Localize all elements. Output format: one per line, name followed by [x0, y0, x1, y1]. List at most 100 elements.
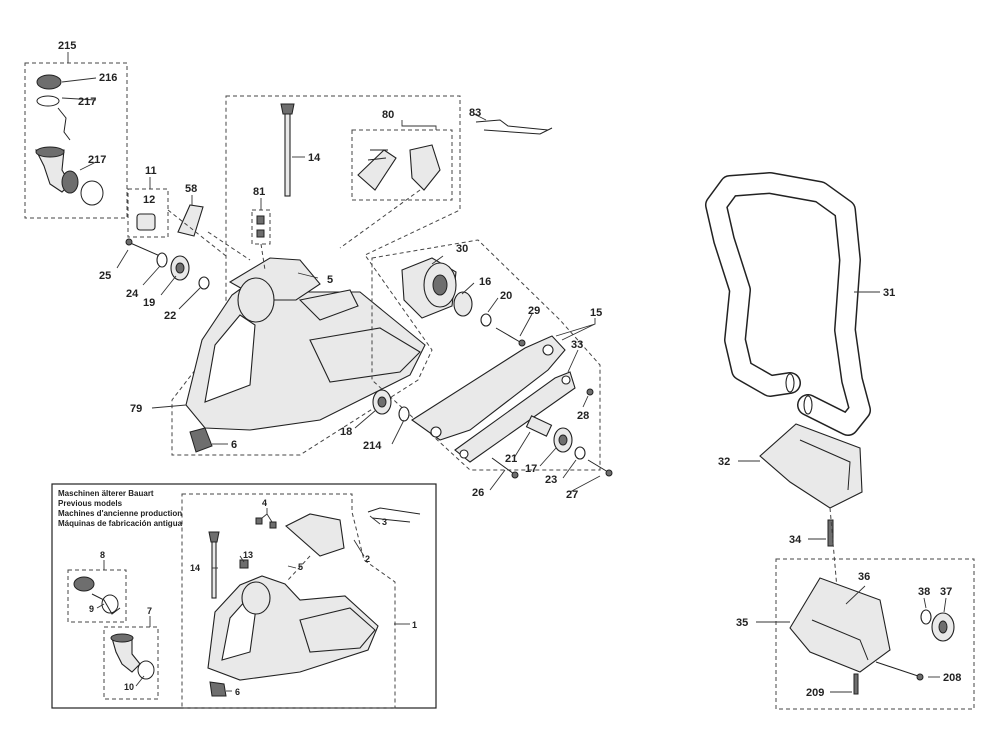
link-33-part: [454, 371, 576, 463]
label-prev-7: 7: [147, 606, 152, 616]
bushing-16-part: [453, 291, 473, 317]
legend-line2: Previous models: [58, 499, 123, 508]
clamp-32: [738, 423, 863, 601]
label-6: 6: [231, 439, 237, 451]
screw-28-part: [586, 388, 594, 396]
old-rod-part: [211, 539, 217, 599]
label-24: 24: [126, 288, 139, 300]
label-215: 215: [58, 40, 76, 52]
cap-seal-ring-part: [36, 95, 60, 107]
housing-79: [151, 95, 461, 456]
washer-214-part: [398, 406, 410, 422]
label-27: 27: [566, 489, 578, 501]
old-group-8-frame: [67, 569, 127, 623]
rod-14-part: [284, 111, 291, 197]
label-prev-3: 3: [382, 517, 387, 527]
label-31: 31: [883, 287, 895, 299]
label-38: 38: [918, 586, 930, 598]
housing-frame: [171, 95, 461, 456]
label-83: 83: [469, 107, 481, 119]
label-17: 17: [525, 463, 537, 475]
label-30: 30: [456, 243, 468, 255]
legend-line3: Machines d'ancienne production: [58, 509, 182, 518]
callout-labels: 215 216 217 217 11 12 58 81 14 80 83 5 2…: [58, 40, 961, 699]
label-217a: 217: [78, 96, 96, 108]
group-15: [354, 239, 613, 493]
legend-line1: Maschinen älterer Bauart: [58, 489, 154, 498]
label-216: 216: [99, 72, 117, 84]
label-12: 12: [143, 194, 155, 206]
group-80: [339, 113, 553, 249]
neck-seal-ring-part: [80, 180, 104, 206]
screw-208-part: [916, 673, 924, 681]
sleeve-22-part: [198, 276, 210, 290]
label-19: 19: [143, 297, 155, 309]
label-18: 18: [340, 426, 352, 438]
screw-209-part: [853, 673, 859, 695]
label-prev-5: 5: [298, 562, 303, 572]
filter-insert-part: [136, 213, 156, 231]
label-prev-9: 9: [89, 604, 94, 614]
group-35: [756, 558, 975, 710]
label-22: 22: [164, 310, 176, 322]
label-16: 16: [479, 276, 491, 288]
left-small-parts: [116, 177, 271, 310]
pin-21-part: [525, 415, 553, 437]
label-80: 80: [382, 109, 394, 121]
label-217b: 217: [88, 154, 106, 166]
label-25: 25: [99, 270, 111, 282]
group-35-frame: [775, 558, 975, 710]
label-23: 23: [545, 474, 557, 486]
label-prev-1: 1: [412, 620, 417, 630]
label-prev-2: 2: [365, 554, 370, 564]
group-15-frame: [371, 239, 601, 471]
group-81-frame: [251, 209, 271, 245]
previous-models-frame: [51, 483, 437, 709]
label-15: 15: [590, 307, 602, 319]
previous-models-box: Maschinen älterer Bauart Previous models…: [51, 483, 437, 709]
label-prev-6: 6: [235, 687, 240, 697]
group-215-frame: [24, 62, 128, 219]
group-215: [24, 52, 128, 219]
label-34: 34: [789, 534, 802, 546]
arm-15-part: [411, 335, 566, 441]
handle-bar-part: [706, 173, 870, 435]
label-29: 29: [528, 305, 540, 317]
plate-58-part: [177, 204, 204, 237]
label-26: 26: [472, 487, 484, 499]
label-37: 37: [940, 586, 952, 598]
label-14: 14: [308, 152, 321, 164]
washer-23-part: [574, 446, 586, 460]
screw-34-part: [827, 519, 834, 547]
label-214: 214: [363, 440, 382, 452]
foot-6-part: [189, 427, 213, 453]
label-prev-8: 8: [100, 550, 105, 560]
strap-part: [57, 107, 71, 141]
group-80-frame: [351, 129, 453, 201]
label-81: 81: [253, 186, 265, 198]
label-58: 58: [185, 183, 197, 195]
label-208: 208: [943, 672, 961, 684]
screw-26-part: [511, 471, 519, 479]
label-21: 21: [505, 453, 517, 465]
label-33: 33: [571, 339, 583, 351]
screw-27-part: [605, 469, 613, 477]
label-prev-13: 13: [243, 550, 253, 560]
washer-24-part: [156, 252, 168, 268]
spacer-38-part: [920, 609, 932, 625]
group-11-frame: [127, 188, 169, 238]
clamp-upper-part: [759, 423, 863, 509]
old-foot-part: [209, 681, 227, 697]
label-35: 35: [736, 617, 748, 629]
fuel-cap-part: [36, 74, 62, 90]
label-209: 209: [806, 687, 824, 699]
label-79: 79: [130, 403, 142, 415]
sleeve-20-part: [480, 313, 492, 327]
label-28: 28: [577, 410, 589, 422]
label-prev-4: 4: [262, 498, 267, 508]
clamp-lower-part: [789, 577, 891, 673]
label-5: 5: [327, 274, 333, 286]
label-prev-10: 10: [124, 682, 134, 692]
